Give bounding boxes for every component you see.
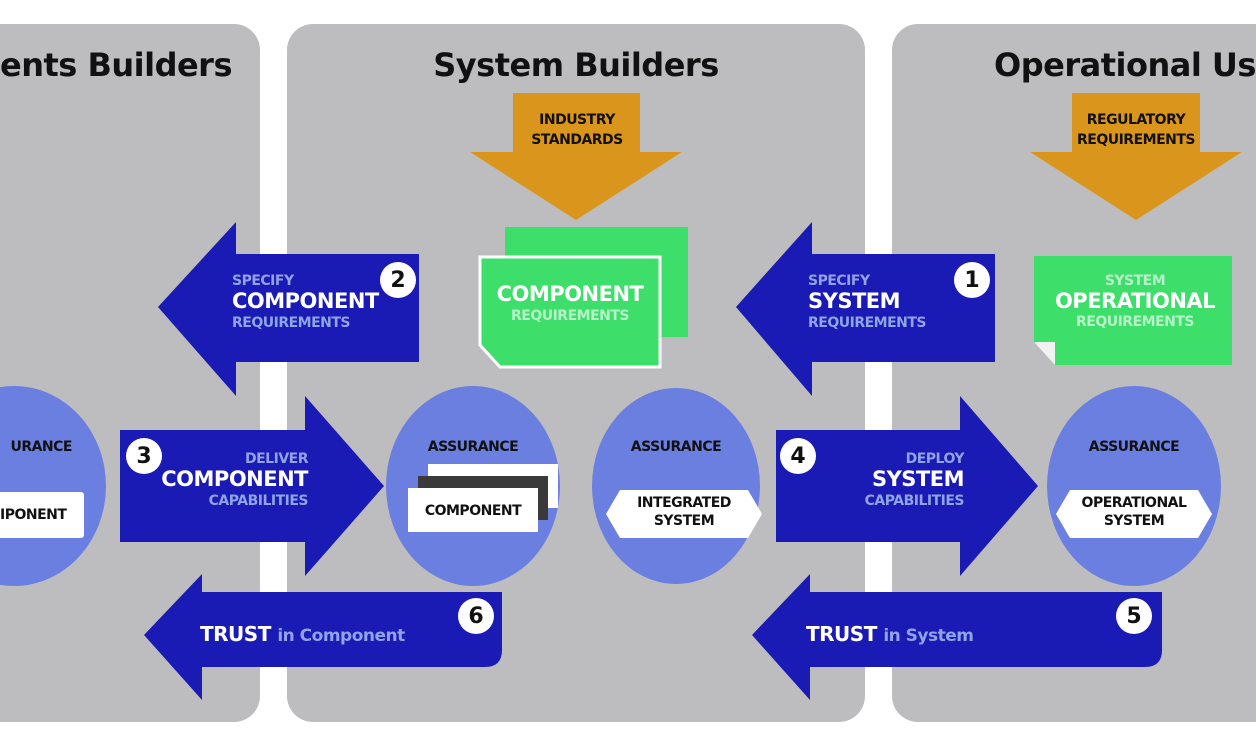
assurance-operational-title: ASSURANCE <box>1088 439 1180 455</box>
specify-system-label: SPECIFY SYSTEM REQUIREMENTS <box>808 273 927 331</box>
panel-title-operational-users: Operational Use <box>994 46 1256 84</box>
panel-title-component-builders: nents Builders <box>0 46 233 84</box>
trust-system-label: TRUST in System <box>806 622 974 646</box>
industry-standards-label: INDUSTRY STANDARDS <box>531 112 623 148</box>
trust-system-arrow <box>752 574 1162 700</box>
left-component-label-box <box>0 492 84 538</box>
step-2-badge: 2 <box>380 262 416 298</box>
industry-standards-arrow <box>470 93 682 220</box>
assurance-left-label: IPONENT <box>0 507 67 523</box>
regulatory-requirements-arrow <box>1030 93 1242 220</box>
assurance-circle-operational <box>1047 386 1221 586</box>
panel-title-system-builders: System Builders <box>433 46 719 84</box>
component-requirements-label: COMPONENT REQUIREMENTS <box>496 282 644 324</box>
step-5-badge: 5 <box>1116 598 1152 634</box>
assurance-circle-integrated <box>592 388 760 584</box>
component-card-front <box>408 488 538 532</box>
component-req-doc-front <box>478 255 662 369</box>
assurance-component-label: COMPONENT <box>424 503 522 519</box>
deploy-system-label: DEPLOY SYSTEM CAPABILITIES <box>864 451 965 509</box>
step-1-badge: 1 <box>954 262 990 298</box>
specify-component-label: SPECIFY COMPONENT REQUIREMENTS <box>232 273 379 331</box>
step-3-badge: 3 <box>126 438 162 474</box>
trust-component-label: TRUST in Component <box>200 622 405 646</box>
deliver-component-label: DELIVER COMPONENT CAPABILITIES <box>161 451 308 509</box>
system-req-doc <box>1034 256 1232 365</box>
regulatory-requirements-label: REGULATORY REQUIREMENTS <box>1076 112 1196 148</box>
system-operational-requirements-label: SYSTEM OPERATIONAL REQUIREMENTS <box>1054 273 1216 330</box>
step-6-badge: 6 <box>458 598 494 634</box>
specify-component-arrow <box>158 222 419 396</box>
operational-system-hex <box>1056 490 1212 538</box>
assurance-component-title: ASSURANCE <box>427 439 519 455</box>
system-req-doc-fold <box>1034 342 1055 365</box>
deliver-component-arrow <box>120 396 384 576</box>
deploy-system-arrow <box>776 396 1038 576</box>
integrated-system-hex <box>606 490 762 538</box>
trust-component-arrow <box>144 574 502 700</box>
specify-system-arrow <box>736 222 995 396</box>
assurance-circle-left <box>0 386 106 586</box>
assurance-operational-label: OPERATIONAL SYSTEM <box>1081 495 1187 529</box>
assurance-left-title: URANCE <box>10 439 72 455</box>
step-4-badge: 4 <box>780 438 816 474</box>
assurance-integrated-title: ASSURANCE <box>630 439 722 455</box>
assurance-integrated-label: INTEGRATED SYSTEM <box>637 495 731 529</box>
